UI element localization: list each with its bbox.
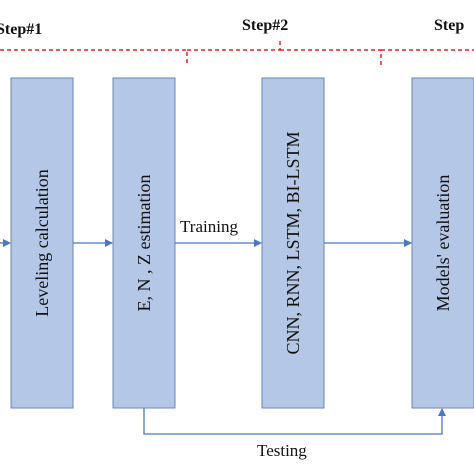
box-enz-estimation — [112, 77, 176, 409]
box-models-label: CNN, RNN, LSTM, BI-LSTM — [283, 131, 303, 354]
step-bracket — [0, 40, 474, 66]
training-label: Training — [180, 217, 238, 236]
box-evaluation-label: Models' evaluation — [433, 175, 453, 312]
arrow-testing — [143, 408, 446, 435]
box-enz-label: E, N , Z estimation — [134, 175, 154, 312]
step-1-label: Step#1 — [0, 21, 42, 38]
step-2-label: Step#2 — [242, 17, 288, 34]
box-models — [261, 77, 325, 409]
step-1-bracket-line — [0, 49, 188, 66]
box-leveling-label: Leveling calculation — [32, 169, 52, 316]
step-2-bracket-left — [187, 40, 281, 51]
step-3-label: Step — [434, 17, 464, 34]
step-2-bracket-right — [280, 49, 382, 66]
box-leveling-calculation — [10, 77, 74, 409]
testing-label: Testing — [257, 441, 307, 460]
